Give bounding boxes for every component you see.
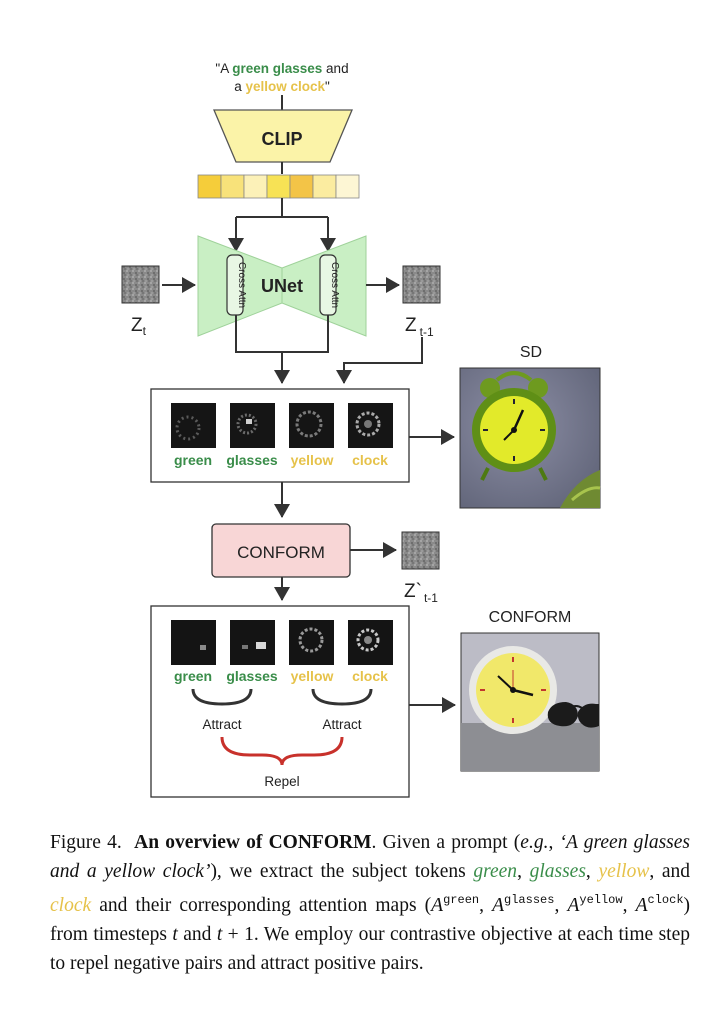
token-yellow-t: yellow xyxy=(291,452,334,468)
token-green-updated: green xyxy=(174,668,212,684)
attention-map-glasses-updated xyxy=(230,620,275,665)
caption-math-t: t xyxy=(172,924,178,945)
caption-math-a: A xyxy=(431,895,444,916)
embedding-cell xyxy=(266,174,291,199)
repel-label: Repel xyxy=(264,774,299,789)
latent-zprime xyxy=(401,531,440,570)
repel-brace xyxy=(220,736,344,766)
caption-quote: ‘A green glasses and a yellow clock’ xyxy=(50,832,690,882)
cross-attn-right-label: Cross Attn xyxy=(329,262,340,308)
token-yellow-updated: yellow xyxy=(291,668,334,684)
text-embedding xyxy=(197,174,360,199)
attention-map-glasses xyxy=(230,403,275,448)
caption-math-t: t xyxy=(216,924,223,945)
attract-label-right: Attract xyxy=(322,717,361,732)
token-clock-updated: clock xyxy=(352,668,388,684)
caption-text: ) from timesteps xyxy=(50,895,691,945)
attract-label-left: Attract xyxy=(202,717,241,732)
token-glasses-t: glasses xyxy=(226,452,278,468)
attract-brace-right xyxy=(311,688,373,706)
caption-math-a: A xyxy=(492,895,505,916)
embedding-cell xyxy=(197,174,222,199)
attention-map-row-updated xyxy=(171,620,393,665)
attract-brace-left xyxy=(191,688,253,706)
unet-label: UNet xyxy=(261,276,303,296)
overview-diagram: "A green glasses and a yellow clock" CLI… xyxy=(121,61,601,798)
caption-sup-yellow: yellow xyxy=(579,893,623,907)
caption-sup-clock: clock xyxy=(647,893,684,907)
embedding-cell xyxy=(220,174,245,199)
unet-output-lines xyxy=(235,315,329,353)
caption-text: and their corresponding at­tention maps … xyxy=(91,895,432,916)
cross-attn-left-label: Cross Attn xyxy=(236,262,247,308)
caption-sup-glasses: glasses xyxy=(504,893,555,907)
conform-block-label: CONFORM xyxy=(237,543,325,562)
latent-zt-label: Zt xyxy=(131,315,147,338)
caption-text: . Given a prompt ( xyxy=(371,832,521,853)
embedding-cell xyxy=(289,174,314,199)
caption-word-yellow: yellow xyxy=(598,861,650,882)
caption-sup-green: green xyxy=(443,893,480,907)
caption-title: An overview of CONFORM xyxy=(134,832,372,853)
token-clock-t: clock xyxy=(352,452,388,468)
attention-map-green xyxy=(171,403,216,448)
caption-text: , xyxy=(585,861,599,882)
conform-output-image xyxy=(460,632,600,772)
caption-text: , xyxy=(548,832,560,853)
latent-zt-minus-1 xyxy=(402,265,441,304)
zt1-to-attention-arrow xyxy=(336,337,423,384)
caption-eg: e.g. xyxy=(520,832,549,853)
caption-text: , xyxy=(517,861,530,882)
token-green-t: green xyxy=(174,452,212,468)
caption-text: , and xyxy=(649,861,691,882)
latent-zprime-label: Z`t-1 xyxy=(404,581,438,605)
figure-caption: Figure 4. An overview of CONFORM. Given … xyxy=(50,832,691,974)
embedding-cell xyxy=(312,174,337,199)
clip-block xyxy=(213,109,353,163)
conform-output-title: CONFORM xyxy=(489,609,572,626)
sd-output-image xyxy=(459,367,601,509)
caption-word-clock: clock xyxy=(50,895,92,916)
caption-word-green: green xyxy=(473,861,518,882)
prompt-line-2: a yellow clock" xyxy=(234,79,330,94)
caption-figure-number: Figure 4. xyxy=(50,832,122,853)
caption-text: ), we extract the subject to­kens xyxy=(210,861,474,882)
prompt-line-1: "A green glasses and xyxy=(215,61,348,76)
attention-map-green-updated xyxy=(171,620,216,665)
attention-map-row-t xyxy=(171,403,393,448)
caption-math-a: A xyxy=(635,895,648,916)
embedding-branch-lines xyxy=(235,198,329,250)
caption-word-glasses: glasses xyxy=(529,861,586,882)
clip-label: CLIP xyxy=(261,129,302,149)
latent-zt xyxy=(121,265,160,304)
embedding-cell xyxy=(243,174,268,199)
attention-map-yellow-updated xyxy=(289,620,334,665)
caption-text: + 1. We employ our contrastive objective… xyxy=(50,924,690,974)
caption-math-a: A xyxy=(567,895,580,916)
caption-text: and xyxy=(177,924,217,945)
sd-output-title: SD xyxy=(520,344,542,361)
embedding-cell xyxy=(335,174,360,199)
token-glasses-updated: glasses xyxy=(226,668,278,684)
